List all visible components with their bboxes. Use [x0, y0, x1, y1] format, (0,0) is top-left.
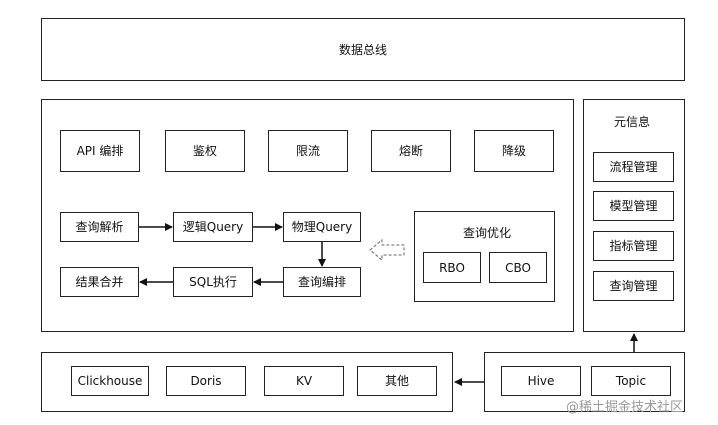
- metric-mgmt-box: 指标管理: [593, 231, 674, 261]
- query-orchestrate-box: 查询编排: [283, 267, 361, 297]
- data-bus: 数据总线: [41, 18, 685, 81]
- api-orchestration-box: API 编排: [60, 130, 140, 172]
- sql-exec-box: SQL执行: [173, 267, 253, 297]
- physical-query-box: 物理Query: [283, 212, 361, 242]
- sources-frame: [484, 352, 685, 412]
- degrade-box: 降级: [474, 130, 554, 172]
- rbo-box: RBO: [423, 252, 481, 283]
- service-layer-frame: [41, 99, 574, 332]
- query-optimizer-title: 查询优化: [463, 226, 512, 240]
- model-mgmt-box: 模型管理: [593, 191, 674, 221]
- query-parse-box: 查询解析: [60, 212, 139, 242]
- topic-box: Topic: [591, 366, 671, 396]
- rate-limit-box: 限流: [268, 130, 348, 172]
- logical-query-box: 逻辑Query: [173, 212, 253, 242]
- metadata-frame: [583, 99, 685, 332]
- circuit-breaker-box: 熔断: [371, 130, 451, 172]
- watermark: @稀土掘金技术社区: [566, 400, 684, 415]
- metadata-title: 元信息: [614, 115, 651, 129]
- query-optimizer-frame: [414, 211, 555, 302]
- other-box: 其他: [357, 366, 437, 396]
- storage-frame: [41, 352, 453, 412]
- query-mgmt-box: 查询管理: [593, 271, 674, 301]
- process-mgmt-box: 流程管理: [593, 152, 674, 182]
- data-bus-label: 数据总线: [338, 42, 387, 57]
- cbo-box: CBO: [489, 252, 547, 283]
- result-merge-box: 结果合并: [60, 267, 139, 297]
- kv-box: KV: [264, 366, 344, 396]
- dashed-arrow-optimizer-to-physical: [369, 238, 405, 262]
- doris-box: Doris: [166, 366, 246, 396]
- auth-box: 鉴权: [165, 130, 245, 172]
- hive-box: Hive: [501, 366, 581, 396]
- clickhouse-box: Clickhouse: [71, 366, 149, 396]
